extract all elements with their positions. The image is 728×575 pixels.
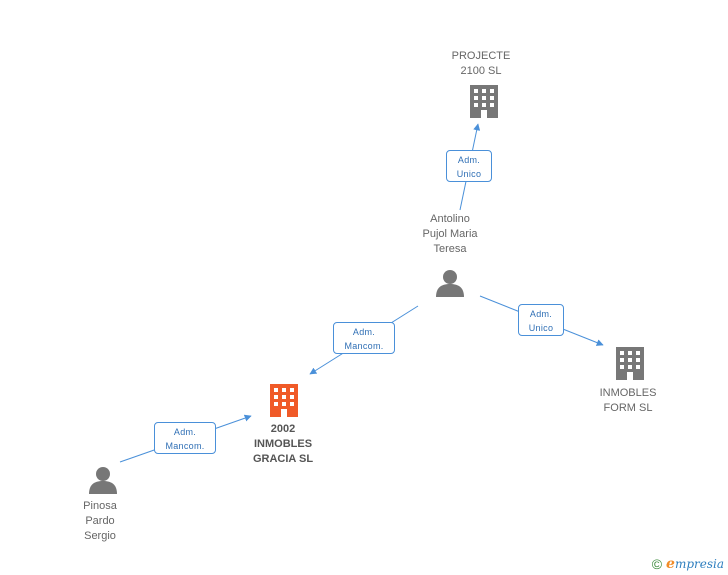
node-label-line: Antolino bbox=[430, 213, 470, 225]
node-label-inmobles-form[interactable]: INMOBLES FORM SL bbox=[600, 386, 657, 416]
brand-e: e bbox=[666, 556, 675, 572]
node-label-projecte[interactable]: PROJECTE 2100 SL bbox=[452, 49, 511, 79]
edge-label-line: Adm. bbox=[457, 155, 481, 165]
node-label-line: Pinosa bbox=[83, 500, 117, 512]
edge-label-line: Adm. bbox=[173, 427, 197, 437]
brand-rest: mpresia bbox=[674, 557, 724, 571]
building-icon-main[interactable] bbox=[270, 384, 298, 417]
edge-label-line: Adm. bbox=[529, 309, 553, 319]
node-label-line: GRACIA SL bbox=[252, 453, 314, 465]
copyright-icon: © bbox=[651, 556, 663, 572]
edge-label-antolino-gracia[interactable]: Adm. Mancom. bbox=[333, 322, 395, 354]
edge-label-antolino-inmobles-form[interactable]: Adm. Unico bbox=[518, 304, 564, 336]
person-icon[interactable] bbox=[89, 467, 117, 494]
person-icon[interactable] bbox=[436, 270, 464, 297]
node-label-line: 2002 bbox=[270, 423, 296, 435]
building-icon[interactable] bbox=[616, 347, 644, 380]
edge-label-pinosa-gracia[interactable]: Adm. Mancom. bbox=[154, 422, 216, 454]
node-label-line: PROJECTE bbox=[451, 50, 511, 62]
node-label-inmobles-gracia[interactable]: 2002 INMOBLES GRACIA SL bbox=[253, 422, 313, 467]
node-label-line: INMOBLES bbox=[253, 438, 313, 450]
brand-wordmark: empresia bbox=[666, 556, 724, 572]
edge-label-antolino-projecte[interactable]: Adm. Unico bbox=[446, 150, 492, 182]
node-label-pinosa[interactable]: Pinosa Pardo Sergio bbox=[83, 499, 117, 544]
edge-label-line: Mancom. bbox=[165, 441, 205, 451]
node-label-line: INMOBLES bbox=[599, 387, 657, 399]
brand-logo: © empresia bbox=[652, 556, 724, 572]
node-label-line: Teresa bbox=[433, 243, 467, 255]
node-label-line: Pardo bbox=[85, 515, 115, 527]
node-label-line: Sergio bbox=[84, 530, 116, 542]
building-icon[interactable] bbox=[470, 85, 498, 118]
node-label-line: FORM SL bbox=[603, 402, 653, 414]
node-label-line: Pujol Maria bbox=[422, 228, 478, 240]
node-label-antolino[interactable]: Antolino Pujol Maria Teresa bbox=[422, 212, 477, 257]
edge-label-line: Mancom. bbox=[344, 341, 384, 351]
edge-label-line: Adm. bbox=[352, 327, 376, 337]
node-label-line: 2100 SL bbox=[460, 65, 502, 77]
edge-label-line: Unico bbox=[528, 323, 554, 333]
edge-label-line: Unico bbox=[456, 169, 482, 179]
